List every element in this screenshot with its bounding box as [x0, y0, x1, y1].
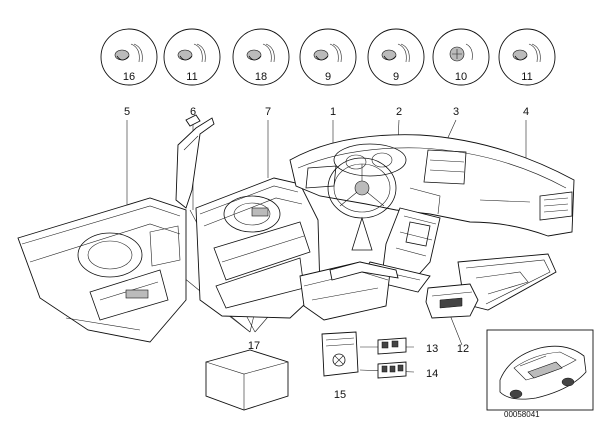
callout-circle	[367, 28, 425, 86]
callout-circle	[299, 28, 357, 86]
vehicle-locator-box	[486, 329, 594, 411]
clip-callout-3: 18	[232, 28, 290, 86]
clip-icon	[313, 43, 342, 63]
b-pillar-trim	[175, 114, 215, 209]
callout-circle	[163, 28, 221, 86]
ref-number-2: 2	[396, 106, 402, 118]
clip-icon	[246, 43, 275, 63]
clip-sub-number: 10	[455, 71, 467, 83]
clip-callout-5: 9	[367, 28, 425, 86]
part-13-switch-trim	[377, 337, 407, 355]
document-code: 00058041	[504, 410, 540, 419]
label-part-14: 14	[426, 368, 438, 380]
label-part-13: 13	[426, 343, 438, 355]
label-part-17: 17	[248, 340, 260, 352]
clip-icon	[114, 43, 143, 63]
ref-number-3: 3	[453, 106, 459, 118]
clip-callout-4: 9	[299, 28, 357, 86]
front-door-panel	[195, 177, 321, 319]
part-15-cover-plate	[321, 331, 359, 377]
ref-number-6: 6	[190, 106, 196, 118]
clip-callout-7: 11	[498, 28, 556, 86]
dashboard	[289, 134, 575, 237]
ref-number-4: 4	[523, 106, 529, 118]
clip-sub-number: 9	[393, 71, 399, 83]
clip-sub-number: 11	[521, 71, 532, 83]
callout-circle	[232, 28, 290, 86]
part-14-switch-trim	[377, 361, 407, 379]
part-12-tray	[425, 253, 557, 319]
callout-circle	[498, 28, 556, 86]
rear-door-panel	[17, 197, 187, 343]
clip-callout-2: 11	[163, 28, 221, 86]
clip-sub-number: 11	[186, 71, 197, 83]
floor-trim-strip	[329, 261, 399, 281]
ref-number-1: 1	[330, 106, 336, 118]
ref-number-7: 7	[265, 106, 271, 118]
callout-circle	[100, 28, 158, 86]
part-17-block	[205, 349, 289, 411]
steering-wheel	[327, 157, 397, 251]
ref-number-5: 5	[124, 106, 130, 118]
car-thumbnail-icon	[499, 345, 587, 400]
clip-icon	[177, 43, 206, 63]
label-part-15: 15	[334, 389, 346, 401]
clip-sub-number: 9	[325, 71, 331, 83]
clip-icon	[381, 43, 410, 63]
clip-sub-number: 16	[123, 71, 135, 83]
clip-callout-1: 16	[100, 28, 158, 86]
clip-sub-number: 18	[255, 71, 267, 83]
clip-icon	[512, 43, 541, 63]
clip-icon	[449, 43, 473, 62]
clip-callout-6: 10	[432, 28, 490, 86]
label-part-12: 12	[457, 343, 469, 355]
